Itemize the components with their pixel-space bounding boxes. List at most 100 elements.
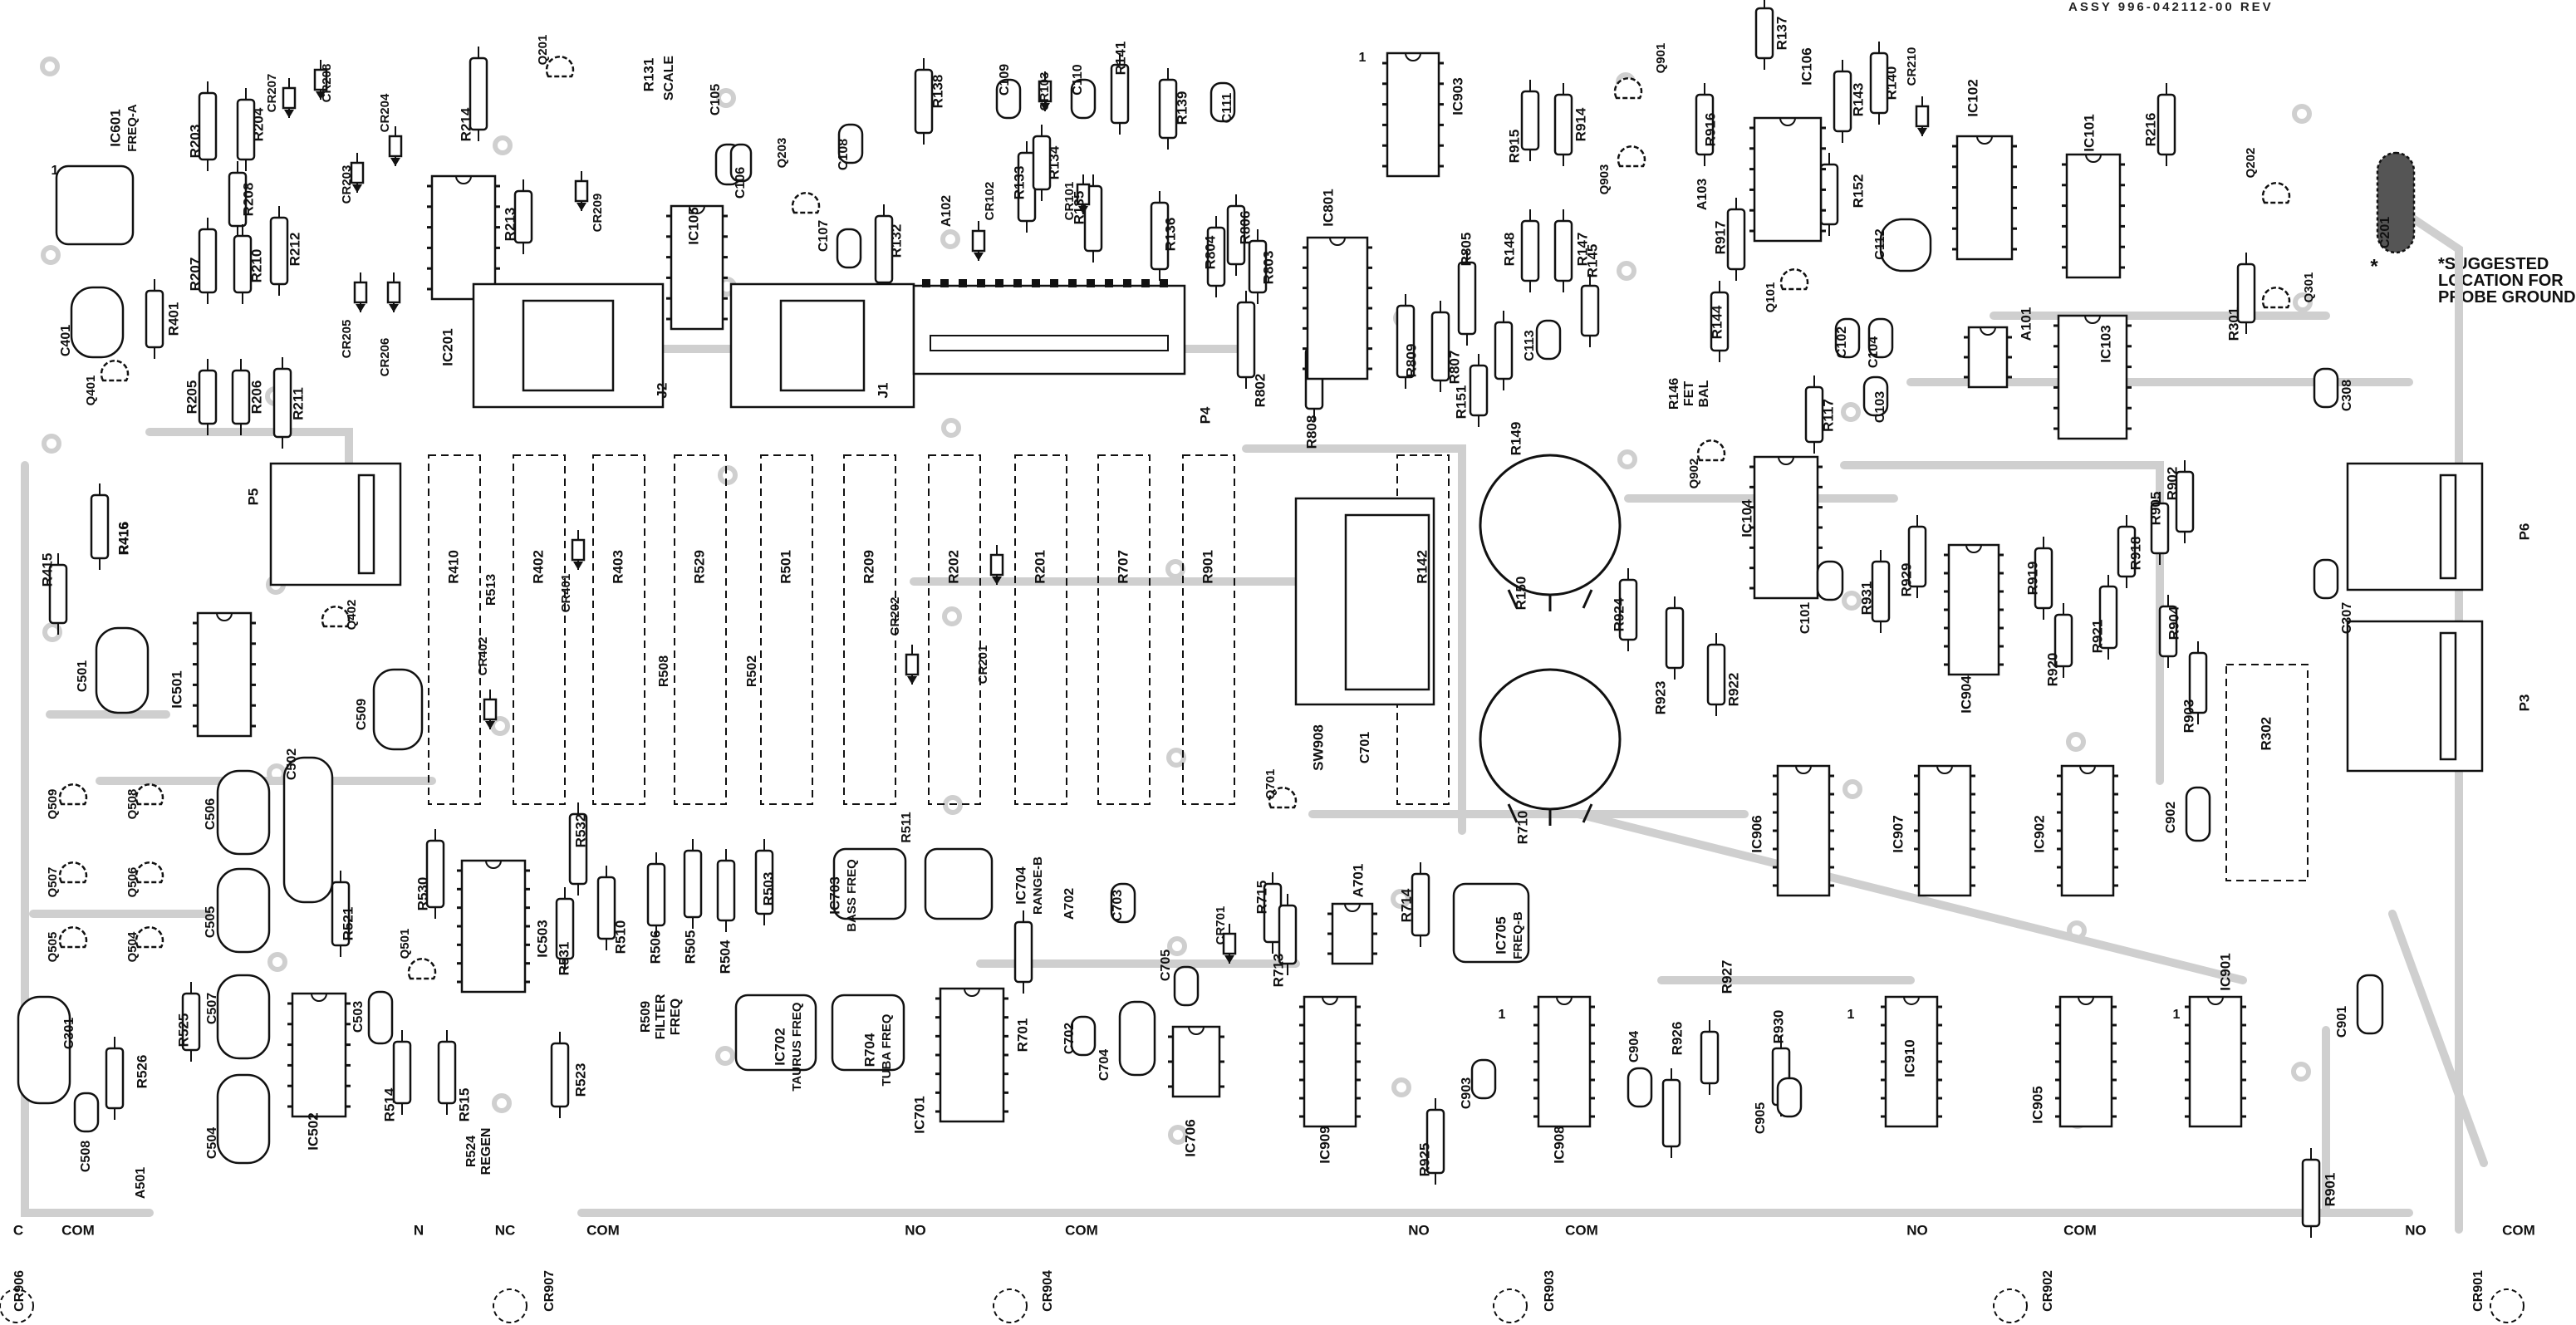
relay-contact-label: NC <box>495 1222 516 1238</box>
via-35 <box>493 135 513 155</box>
cap-c109-label: C109 <box>998 64 1012 96</box>
via-34 <box>267 952 287 972</box>
part-ic702-sublabel: TAURUS FREQ <box>790 1002 804 1092</box>
via-22 <box>42 434 61 454</box>
connector-p4-pin <box>922 279 930 287</box>
resistor-r139 <box>1158 78 1178 140</box>
cap-c102-label: C102 <box>1835 326 1849 358</box>
cap-c106-label: C106 <box>734 167 748 199</box>
ic-ic106 <box>1753 116 1823 243</box>
resistor-r903-label: R903 <box>2181 699 2196 734</box>
ic-ic104-label: IC104 <box>1739 499 1754 537</box>
resistor-r927-label: R927 <box>1719 960 1735 994</box>
cap-c104-label: C104 <box>1867 336 1881 368</box>
pot-r403 <box>592 454 645 805</box>
cap-c503 <box>367 990 394 1045</box>
misc-label: SCALE <box>662 56 676 101</box>
ic-ic104-notch <box>1778 456 1794 465</box>
resistor-r914 <box>1553 93 1573 156</box>
cap-c905 <box>1776 1077 1803 1118</box>
pot-r410 <box>428 454 481 805</box>
resistor-r213-label: R213 <box>502 208 518 242</box>
connector-p4-bar <box>930 335 1169 351</box>
ic-ic105-label: IC105 <box>685 207 701 244</box>
diode-cr201-label: CR201 <box>976 645 990 685</box>
transistor-q507-label: Q507 <box>46 867 60 898</box>
ic-ic102-notch <box>1976 135 1993 145</box>
resistor-r211 <box>272 367 292 439</box>
diode-cr101-label: CR101 <box>1062 182 1077 221</box>
resistor-r902 <box>2175 470 2195 533</box>
misc-label: C201 <box>2378 217 2392 248</box>
via-11 <box>41 245 61 265</box>
transistor-q402 <box>321 606 351 628</box>
relay-contact-label: NO <box>2405 1222 2426 1238</box>
resistor-r515-label: R515 <box>456 1088 472 1122</box>
resistor-r809 <box>1396 304 1416 379</box>
ic-ic706 <box>1171 1025 1221 1098</box>
relay-cr902-label: CR902 <box>2041 1270 2055 1312</box>
via-24 <box>492 1093 512 1113</box>
ic-ic901-label: IC901 <box>2217 953 2233 990</box>
assembly-number: ASSY 996-042112-00 REV <box>2068 0 2274 14</box>
cap-c301-label: C301 <box>62 1018 76 1049</box>
diode-cr402-arrow <box>485 721 495 729</box>
diode-cr402 <box>483 698 498 721</box>
cap-c507 <box>216 974 271 1060</box>
via-10 <box>2291 1062 2311 1082</box>
ic-ic901 <box>2188 995 2243 1128</box>
relay-cr902 <box>1993 1288 2028 1323</box>
resistor-r505-label: R505 <box>682 930 698 964</box>
resistor-r204 <box>236 98 256 161</box>
diode-cr205-label: CR205 <box>340 320 354 359</box>
cap-c509 <box>372 668 424 751</box>
resistor-r134 <box>1032 135 1052 191</box>
diode-cr210 <box>1915 105 1930 128</box>
trimmer-r150 <box>1479 454 1622 596</box>
resistor-r152-label: R152 <box>1850 174 1866 209</box>
part-ic705-label: IC705 <box>1493 916 1509 954</box>
resistor-r415-label: R415 <box>39 553 55 587</box>
transistor-q901 <box>1613 77 1643 100</box>
ic-ic904-notch <box>1965 544 1982 553</box>
connector-sw908-body <box>1344 513 1430 691</box>
misc-label: R513 <box>484 574 498 606</box>
transistor-q505-label: Q505 <box>46 932 60 963</box>
trimmer-r710-label: R710 <box>1514 811 1530 845</box>
resistor-r526 <box>105 1047 125 1110</box>
ic-ic907 <box>1917 764 1972 897</box>
pot-r707-label: R707 <box>1115 550 1131 584</box>
diode-cr204 <box>388 135 403 158</box>
cap-c106 <box>729 143 753 183</box>
misc-label: R146 <box>1667 378 1681 410</box>
misc-label: A702 <box>1062 888 1077 920</box>
diode-cr701-arrow <box>1224 955 1234 964</box>
resistor-r138 <box>914 68 934 135</box>
connector-p6-header <box>2439 474 2457 580</box>
cap-c109 <box>995 78 1022 120</box>
ic-ic903 <box>1386 52 1440 178</box>
connector-j2-body <box>522 299 615 392</box>
ic-ic201-label: IC201 <box>439 328 455 366</box>
cap-c705 <box>1173 965 1200 1007</box>
transistor-q902-label: Q902 <box>1687 459 1701 489</box>
via-37 <box>943 795 963 815</box>
relay-cr903-label: CR903 <box>1543 1270 1557 1312</box>
pot-r142-label: R142 <box>1414 550 1430 584</box>
trimmer-r710-legs <box>1507 803 1593 826</box>
resistor-r514-label: R514 <box>381 1087 397 1121</box>
transistor-q501 <box>407 958 437 980</box>
cap-c401-label: C401 <box>59 325 73 356</box>
resistor-r301 <box>2236 263 2256 324</box>
pot-r403-label: R403 <box>610 550 626 584</box>
part-ic601-label: IC601 <box>107 109 123 146</box>
ic-ic102-label: IC102 <box>1965 79 1980 116</box>
resistor-r929 <box>1907 525 1927 588</box>
connector-sw908-label: SW908 <box>1310 724 1326 771</box>
relay-cr907 <box>493 1288 527 1323</box>
cap-c904-label: C904 <box>1627 1031 1641 1062</box>
misc-label: FET <box>1682 381 1696 406</box>
via-9 <box>2066 732 2086 752</box>
via-5 <box>1165 559 1185 579</box>
cap-c112-label: C112 <box>1873 228 1887 259</box>
